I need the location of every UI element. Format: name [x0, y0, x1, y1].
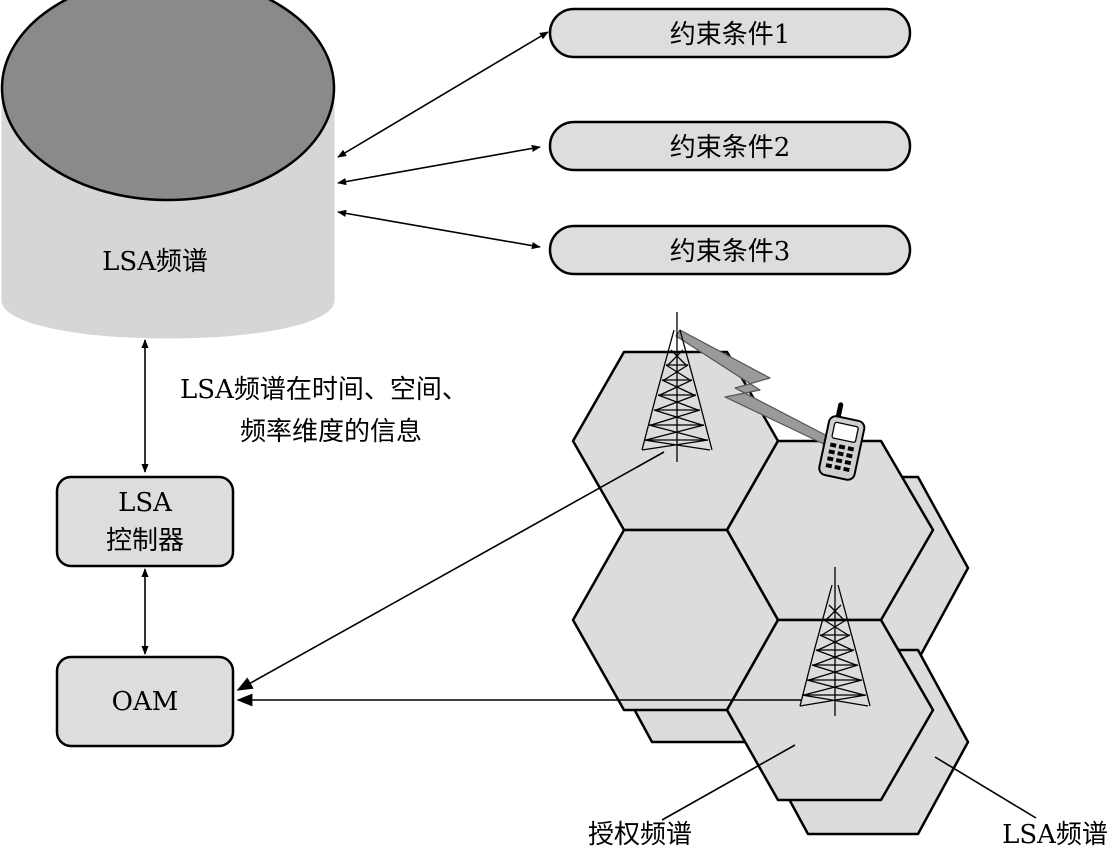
- constraint-label-3: 约束条件3: [670, 237, 791, 267]
- controller-label-line-1: LSA: [118, 488, 173, 518]
- lsa-controller-box: LSA 控制器: [55, 475, 235, 568]
- mobile-phone-icon: [818, 402, 866, 481]
- database-label: LSA频谱: [102, 247, 208, 277]
- cylinder-top: [0, 0, 336, 202]
- cell-grid: [571, 350, 970, 836]
- constraint-box-2: 约束条件2: [548, 120, 912, 172]
- constraint-label-1: 约束条件1: [670, 20, 791, 50]
- constraint-box-1: 约束条件1: [548, 7, 912, 59]
- info-text-line-2: 频率维度的信息: [240, 417, 422, 447]
- controller-label-line-2: 控制器: [106, 526, 184, 556]
- info-text-line-1: LSA频谱在时间、空间、: [180, 375, 468, 405]
- leader-lsa-spectrum: [934, 756, 1037, 819]
- arrow-db-constraint-1: [337, 31, 549, 158]
- oam-label: OAM: [112, 687, 179, 717]
- cell-tower-icon-2: [799, 567, 871, 716]
- licensed-spectrum-label: 授权频谱: [588, 820, 692, 850]
- arrow-db-constraint-2: [337, 144, 541, 186]
- leader-licensed-spectrum: [661, 744, 796, 821]
- arrow-db-constraint-3: [337, 209, 541, 250]
- cell-tower-icon: [641, 312, 713, 462]
- arrow-tower1-oam: [236, 451, 665, 691]
- lsa-spectrum-cell-label: LSA频谱: [1002, 820, 1108, 850]
- oam-box: OAM: [55, 655, 235, 748]
- lsa-database-cylinder: LSA频谱: [0, 0, 336, 339]
- constraint-label-2: 约束条件2: [670, 133, 791, 163]
- constraint-box-3: 约束条件3: [548, 224, 912, 276]
